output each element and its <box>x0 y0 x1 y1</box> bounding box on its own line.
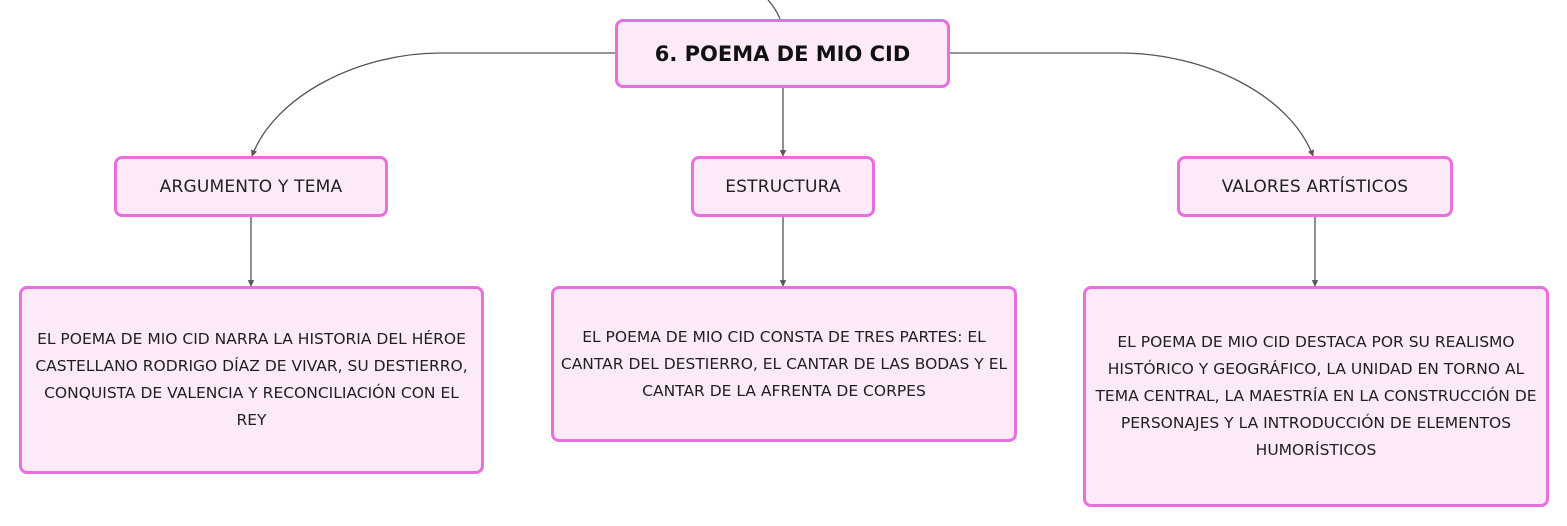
detail-node-valores-artisticos[interactable]: EL POEMA DE MIO CID DESTACA POR SU REALI… <box>1083 286 1549 507</box>
branch-node-valores-artisticos[interactable]: VALORES ARTÍSTICOS <box>1177 156 1453 217</box>
branch-node-label: ARGUMENTO Y TEMA <box>159 176 343 197</box>
connector-root-to-valores <box>950 52 1314 157</box>
root-node[interactable]: 6. POEMA DE MIO CID <box>615 19 950 88</box>
branch-node-estructura[interactable]: ESTRUCTURA <box>691 156 875 217</box>
connector-root-to-argumento <box>251 52 615 157</box>
branch-node-label: ESTRUCTURA <box>725 176 841 197</box>
root-node-label: 6. POEMA DE MIO CID <box>654 41 911 66</box>
detail-node-text: EL POEMA DE MIO CID DESTACA POR SU REALI… <box>1095 333 1537 459</box>
detail-node-argumento-y-tema[interactable]: EL POEMA DE MIO CID NARRA LA HISTORIA DE… <box>19 286 484 474</box>
detail-node-text: EL POEMA DE MIO CID CONSTA DE TRES PARTE… <box>560 327 1008 400</box>
detail-node-text: EL POEMA DE MIO CID NARRA LA HISTORIA DE… <box>35 330 468 429</box>
branch-node-argumento-y-tema[interactable]: ARGUMENTO Y TEMA <box>114 156 388 217</box>
connector-parent-to-root <box>767 0 781 20</box>
detail-node-estructura[interactable]: EL POEMA DE MIO CID CONSTA DE TRES PARTE… <box>551 286 1017 442</box>
branch-node-label: VALORES ARTÍSTICOS <box>1221 176 1409 197</box>
